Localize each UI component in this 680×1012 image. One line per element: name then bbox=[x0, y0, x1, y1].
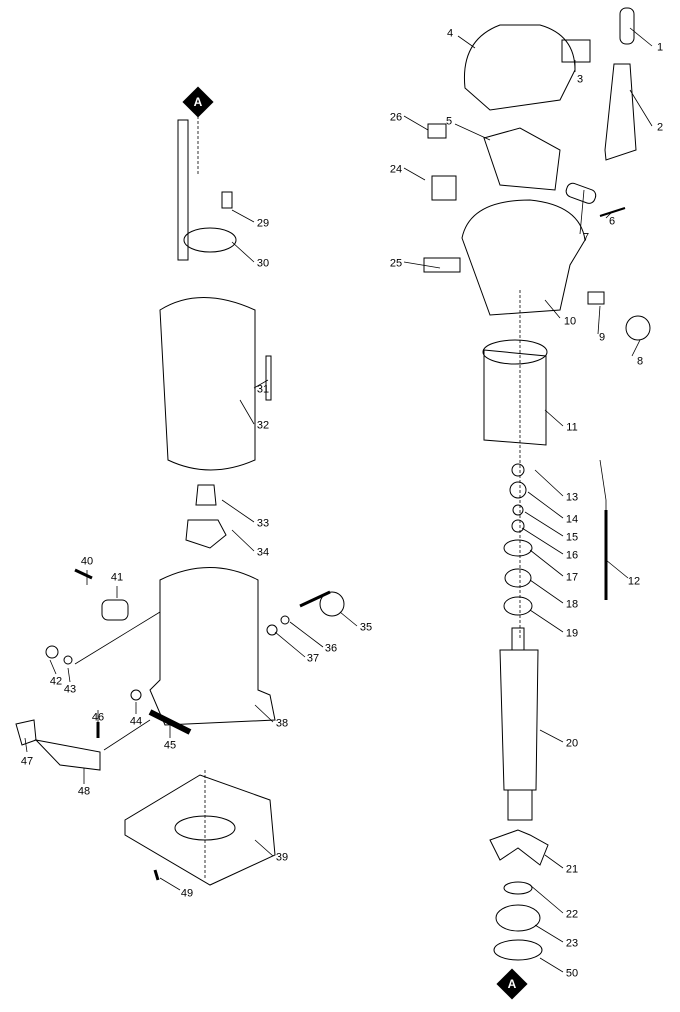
callout-48: 48 bbox=[77, 785, 91, 798]
callout-33: 33 bbox=[256, 517, 270, 530]
leader-lines bbox=[24, 27, 653, 973]
callout-49: 49 bbox=[180, 887, 194, 900]
callout-3: 3 bbox=[576, 73, 584, 86]
callout-21: 21 bbox=[565, 863, 579, 876]
callout-36: 36 bbox=[324, 642, 338, 655]
callout-16: 16 bbox=[565, 549, 579, 562]
callout-35: 35 bbox=[359, 621, 373, 634]
callout-39: 39 bbox=[275, 851, 289, 864]
callout-37: 37 bbox=[306, 652, 320, 665]
callout-26: 26 bbox=[389, 111, 403, 124]
callout-25: 25 bbox=[389, 257, 403, 270]
callout-18: 18 bbox=[565, 598, 579, 611]
callout-31: 31 bbox=[256, 383, 270, 396]
callout-24: 24 bbox=[389, 163, 403, 176]
part-5-brush-holder bbox=[483, 127, 561, 191]
part-38-base bbox=[149, 567, 276, 726]
callout-19: 19 bbox=[565, 627, 579, 640]
callout-32: 32 bbox=[256, 419, 270, 432]
callout-14: 14 bbox=[565, 513, 579, 526]
part-26-connector bbox=[427, 123, 447, 139]
part-3-label bbox=[561, 39, 591, 63]
callout-29: 29 bbox=[256, 217, 270, 230]
callout-1: 1 bbox=[656, 41, 664, 54]
part-21-fan bbox=[489, 829, 549, 866]
part-6-screw bbox=[599, 207, 626, 217]
callout-34: 34 bbox=[256, 546, 270, 559]
ref-marker-a-bottom: A bbox=[496, 968, 528, 1000]
part-2-boot bbox=[604, 63, 637, 161]
callout-43: 43 bbox=[63, 683, 77, 696]
part-10-motor-housing bbox=[461, 199, 586, 316]
callout-6: 6 bbox=[608, 215, 616, 228]
part-1-wire bbox=[619, 7, 635, 45]
callout-45: 45 bbox=[163, 739, 177, 752]
callout-2: 2 bbox=[656, 121, 664, 134]
ref-marker-a-top: A bbox=[182, 86, 214, 118]
callout-10: 10 bbox=[563, 315, 577, 328]
callout-41: 41 bbox=[110, 571, 124, 584]
callout-5: 5 bbox=[445, 115, 453, 128]
callout-9: 9 bbox=[598, 331, 606, 344]
part-20-armature bbox=[499, 649, 539, 791]
callout-44: 44 bbox=[129, 715, 143, 728]
callout-46: 46 bbox=[91, 711, 105, 724]
callout-47: 47 bbox=[20, 755, 34, 768]
ref-marker-label: A bbox=[507, 977, 517, 991]
callout-12: 12 bbox=[627, 575, 641, 588]
callout-22: 22 bbox=[565, 908, 579, 921]
callout-30: 30 bbox=[256, 257, 270, 270]
part-7-bracket bbox=[565, 182, 597, 204]
part-39-base-plate bbox=[124, 774, 276, 886]
callout-17: 17 bbox=[565, 571, 579, 584]
callout-11: 11 bbox=[566, 421, 578, 434]
part-8-cap bbox=[625, 315, 651, 341]
callout-8: 8 bbox=[636, 355, 644, 368]
part-shapes bbox=[15, 7, 651, 961]
callout-38: 38 bbox=[275, 717, 289, 730]
ref-marker-label: A bbox=[193, 95, 203, 109]
callout-7: 7 bbox=[582, 231, 590, 244]
part-32-housing bbox=[159, 297, 256, 471]
part-9-brush bbox=[587, 291, 605, 305]
callout-4: 4 bbox=[446, 27, 454, 40]
callout-20: 20 bbox=[565, 737, 579, 750]
callout-13: 13 bbox=[565, 491, 579, 504]
part-rod bbox=[177, 119, 189, 261]
callout-42: 42 bbox=[49, 675, 63, 688]
part-25-label bbox=[423, 257, 461, 273]
part-11-field bbox=[483, 349, 547, 446]
part-24-switch bbox=[431, 175, 457, 201]
callout-23: 23 bbox=[565, 937, 579, 950]
callout-15: 15 bbox=[565, 531, 579, 544]
callout-50: 50 bbox=[565, 967, 579, 980]
callout-40: 40 bbox=[80, 555, 94, 568]
part-4-cover bbox=[463, 24, 576, 111]
